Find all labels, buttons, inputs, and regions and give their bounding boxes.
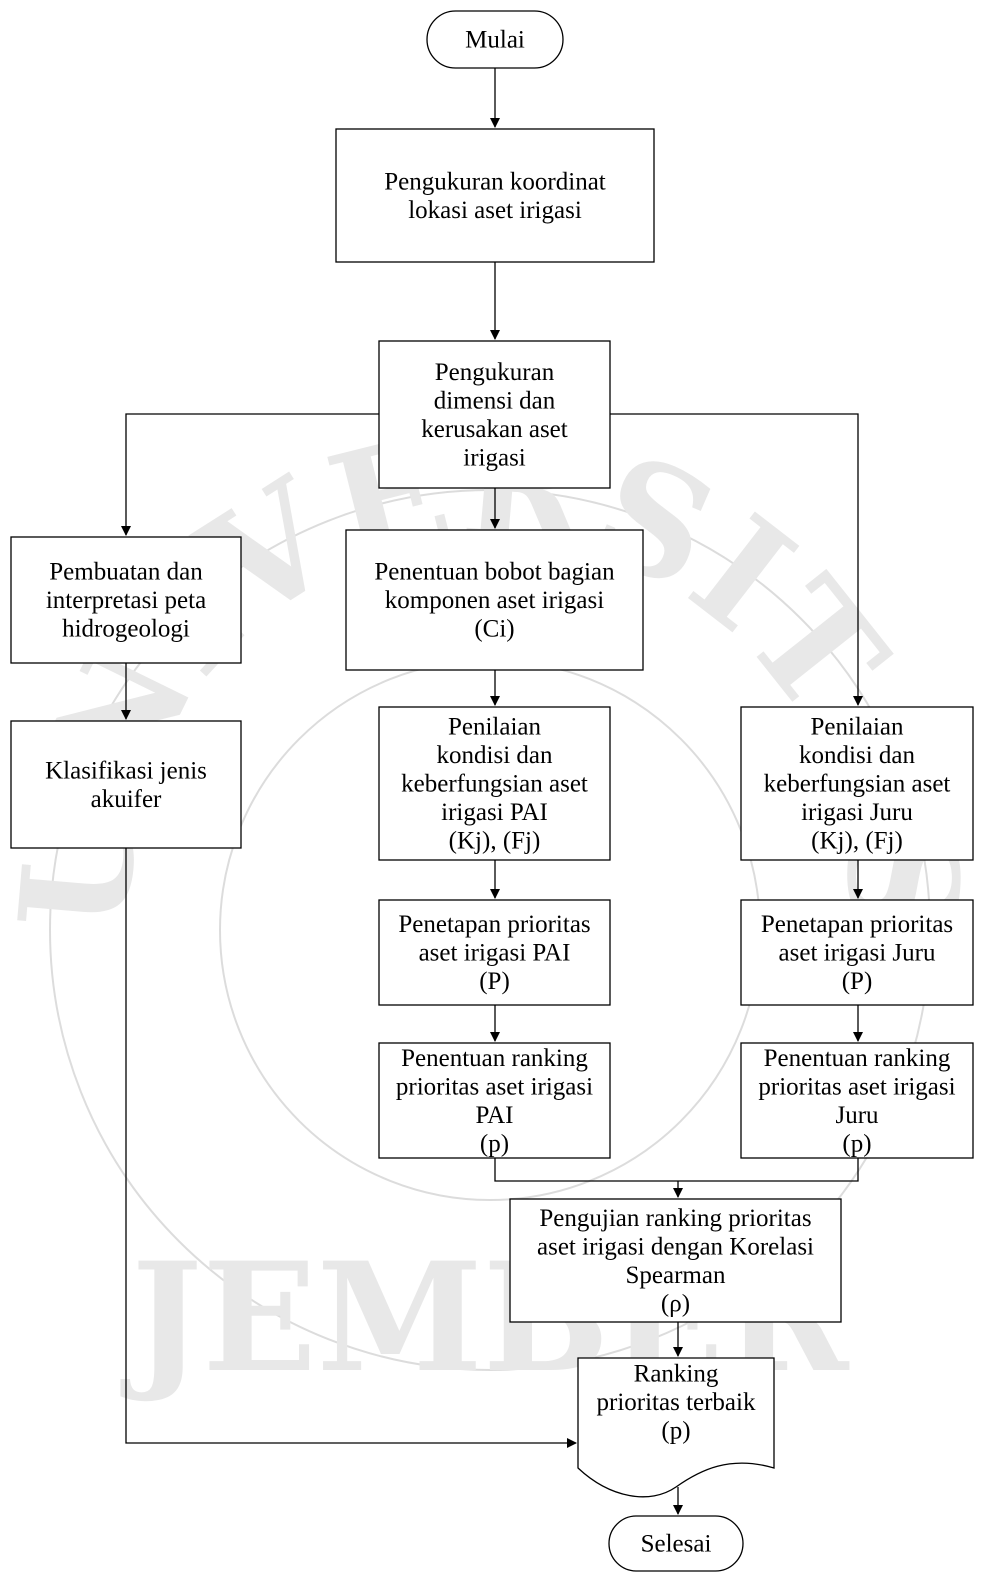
label-line: (Kj), (Fj) <box>811 828 903 855</box>
label-line: keberfungsian aset <box>764 771 951 798</box>
label-line: Penetapan prioritas <box>398 911 590 938</box>
arrow-dimensions-to-hydro <box>121 413 379 536</box>
label-line: kondisi dan <box>799 742 915 769</box>
end-terminator: Selesai <box>608 1515 744 1572</box>
label-line: aset irigasi Juru <box>779 940 936 967</box>
connectors <box>121 68 863 1515</box>
label-line: irigasi <box>463 444 526 471</box>
label-line: Pengukuran <box>435 359 555 386</box>
start-label: Mulai <box>465 27 525 54</box>
label-line: Pengukuran koordinat <box>384 168 606 195</box>
label-line: Penilaian <box>810 714 904 741</box>
label-line: akuifer <box>91 786 162 813</box>
label-line: aset irigasi dengan Korelasi <box>537 1233 814 1260</box>
label-line: prioritas aset irigasi <box>758 1073 955 1100</box>
label-line: aset irigasi PAI <box>419 940 571 967</box>
label-line: irigasi Juru <box>801 799 913 826</box>
label-line: Juru <box>835 1102 879 1129</box>
label-line: Klasifikasi jenis <box>45 757 207 784</box>
label-line: Selesai <box>641 1531 712 1558</box>
label-line: (Kj), (Fj) <box>449 828 541 855</box>
label-line: Penentuan ranking <box>401 1045 588 1072</box>
label-line: Pengujian ranking prioritas <box>539 1205 811 1232</box>
label-line: keberfungsian aset <box>401 771 588 798</box>
start-terminator: Mulai <box>426 10 564 69</box>
label-line: prioritas aset irigasi <box>396 1073 593 1100</box>
label-line: irigasi PAI <box>441 799 548 826</box>
label-line: (p) <box>480 1130 509 1157</box>
label-line: dimensi dan <box>434 387 556 414</box>
label-line: kerusakan aset <box>421 416 568 443</box>
arrow-dimensions-to-assess-juru <box>610 413 863 706</box>
label-line: prioritas terbaik <box>597 1389 756 1416</box>
label-line: Mulai <box>465 27 525 54</box>
end-label: Selesai <box>641 1531 712 1558</box>
arrow-aquifer-to-best <box>125 848 577 1448</box>
label-line: lokasi aset irigasi <box>408 197 582 224</box>
label-line: (Ci) <box>474 616 514 643</box>
label-line: Penentuan ranking <box>764 1045 951 1072</box>
label-line: Penilaian <box>448 714 542 741</box>
label-line: (p) <box>661 1418 690 1445</box>
label-line: kondisi dan <box>437 742 553 769</box>
label-line: Penentuan bobot bagian <box>374 559 615 586</box>
label-line: Pembuatan dan <box>49 559 203 586</box>
label-line: Ranking <box>634 1361 719 1388</box>
label-line: (p) <box>842 1130 871 1157</box>
label-line: Penetapan prioritas <box>761 911 953 938</box>
label-line: interpretasi peta <box>46 587 206 614</box>
label-line: komponen aset irigasi <box>385 587 604 614</box>
label-line: PAI <box>476 1102 514 1129</box>
label-line: hidrogeologi <box>62 616 190 643</box>
label-line: (ρ) <box>661 1290 690 1317</box>
label-line: (P) <box>479 968 510 995</box>
merge-rank-lines <box>494 1158 859 1182</box>
label-line: Spearman <box>626 1262 726 1289</box>
label-line: (P) <box>842 968 873 995</box>
